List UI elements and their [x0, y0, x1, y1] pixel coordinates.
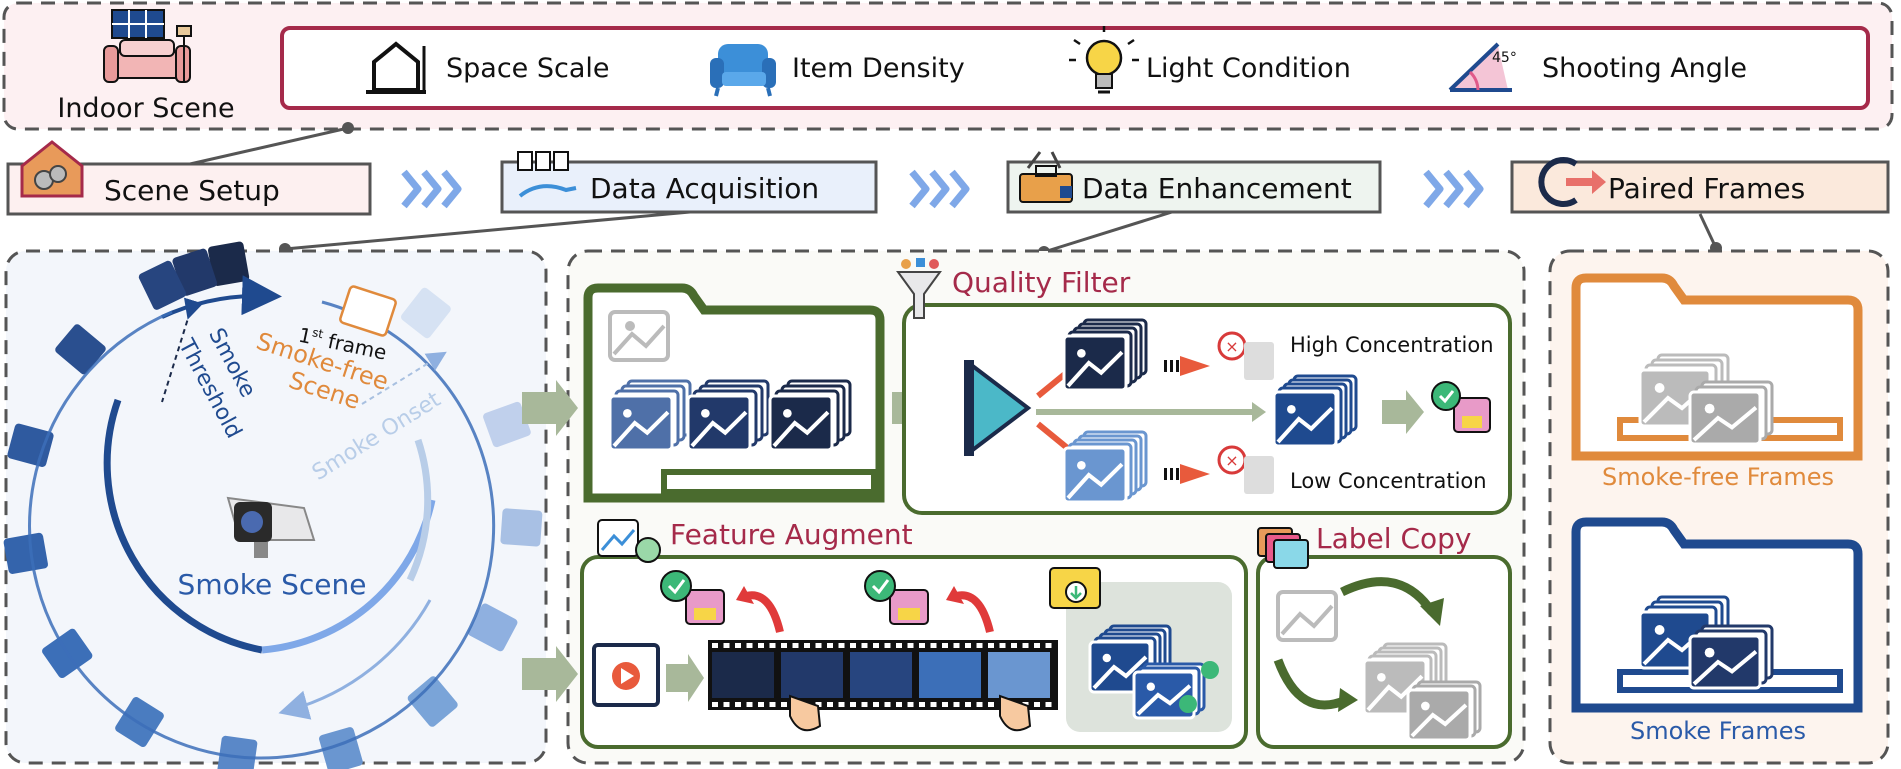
- svg-text:×: ×: [1225, 451, 1238, 470]
- hand-documents-icon: [517, 151, 577, 198]
- image-icon: [1276, 590, 1338, 642]
- frame-tile: [407, 676, 458, 727]
- folder-download-icon: [1049, 567, 1101, 609]
- frame-tile: [217, 735, 258, 769]
- save-check-icon: [1431, 381, 1491, 433]
- frame-tile: [7, 423, 54, 467]
- lightbulb-icon: [1069, 26, 1139, 94]
- house-smoke-icon: [20, 140, 84, 198]
- sofa-icon: [103, 9, 192, 83]
- frame-tile: [55, 324, 106, 375]
- film-frame: [712, 652, 774, 698]
- feature-augment-title: Feature Augment: [670, 518, 913, 551]
- chevrons-icon: [1423, 169, 1484, 209]
- protractor-icon: 45°: [1448, 42, 1517, 92]
- filter-funnel-icon: [896, 258, 942, 319]
- high-concentration-label: High Concentration: [1290, 333, 1494, 357]
- factor-item-density: Item Density: [792, 53, 965, 84]
- low-concentration-label: Low Concentration: [1290, 469, 1487, 493]
- save-check-icon: [660, 570, 929, 625]
- input-arrow: [522, 380, 578, 436]
- chevrons-icon: [401, 169, 462, 209]
- image-icon: [608, 310, 670, 362]
- sync-arrow-icon: [1538, 157, 1606, 207]
- smoke-scene-title: Smoke Scene: [178, 568, 367, 601]
- frame-tile: [3, 532, 48, 574]
- image-add-icon: [597, 519, 661, 563]
- images-icon: [1257, 527, 1309, 569]
- house-icon: [366, 41, 426, 94]
- film-strip: [708, 640, 1058, 710]
- step-data-enhancement-label: Data Enhancement: [1082, 172, 1352, 205]
- quality-filter-title: Quality Filter: [952, 266, 1131, 299]
- chevrons-icon: [909, 169, 970, 209]
- frame-tile: [208, 241, 250, 286]
- smoke-free-frames-label: Smoke-free Frames: [1602, 463, 1834, 491]
- label-copy-title: Label Copy: [1316, 522, 1471, 555]
- factor-shooting-angle: Shooting Angle: [1542, 53, 1747, 84]
- frame-tile: [172, 248, 218, 296]
- indoor-scene-title: Indoor Scene: [57, 93, 234, 124]
- film-frame: [988, 652, 1050, 698]
- frame-tile: [500, 508, 543, 547]
- frame-tile: [468, 603, 518, 652]
- step-data-acquisition-label: Data Acquisition: [590, 172, 819, 205]
- step-paired-frames-label: Paired Frames: [1608, 172, 1805, 205]
- trash-icon: × ×: [1217, 331, 1274, 494]
- toolbox-icon: [1019, 151, 1073, 203]
- film-frame: [919, 652, 981, 698]
- film-frame: [850, 652, 912, 698]
- discard-arrow: [1164, 356, 1210, 484]
- smoke-frames-label: Smoke Frames: [1630, 717, 1806, 745]
- first-frame-number: 1: [296, 323, 313, 349]
- video-icon: [592, 643, 660, 707]
- factor-light-condition: Light Condition: [1146, 53, 1351, 84]
- smoke-ring: [3, 241, 543, 769]
- svg-text:×: ×: [1225, 337, 1238, 356]
- armchair-icon: [710, 44, 776, 97]
- frame-tile: [138, 260, 187, 310]
- frame-tile: [401, 287, 451, 339]
- first-frame-sup: st: [311, 325, 325, 341]
- hand-pointer-icon: [789, 694, 1032, 732]
- factor-space-scale: Space Scale: [446, 53, 610, 84]
- input-arrow: [522, 646, 578, 702]
- step-scene-setup-label: Scene Setup: [104, 174, 280, 207]
- angle-text: 45°: [1492, 50, 1517, 66]
- frame-tile: [483, 401, 531, 448]
- camera-icon: [226, 496, 316, 558]
- funnel-icon: [964, 359, 1032, 457]
- film-frame: [781, 652, 843, 698]
